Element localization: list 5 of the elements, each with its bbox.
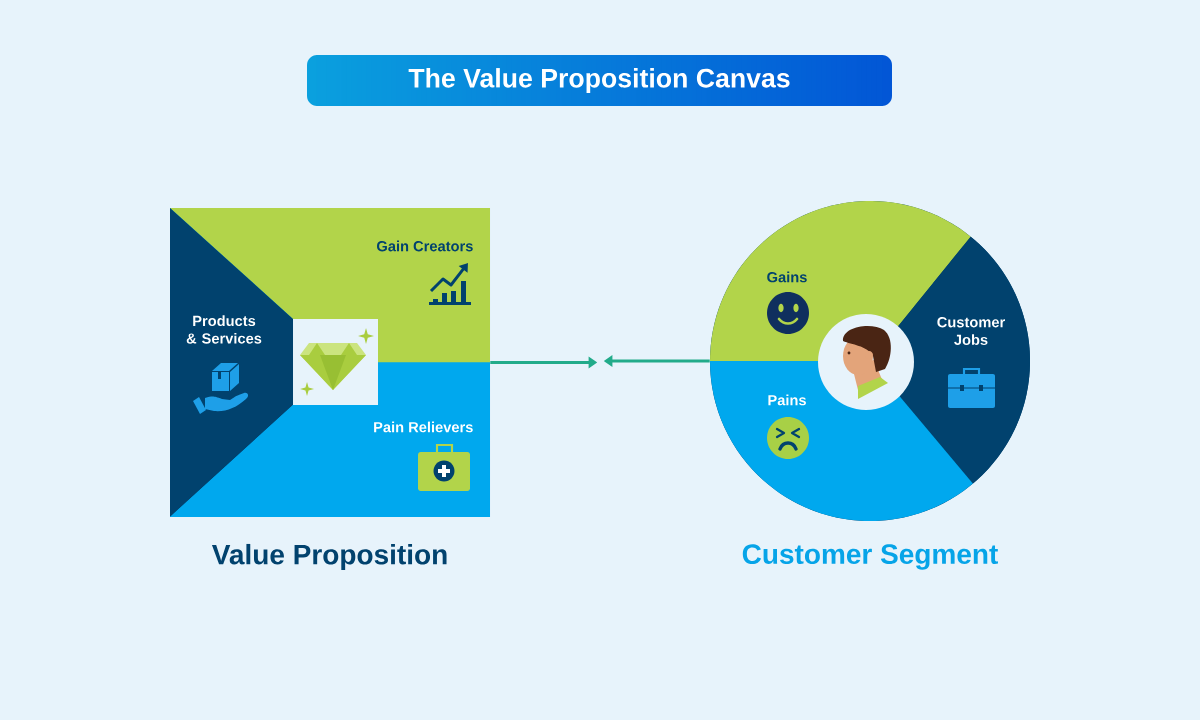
title: The Value Proposition Canvas <box>408 68 790 93</box>
section-panel: Pain Relievers <box>170 362 490 517</box>
canvas-heading: Value Proposition <box>211 543 447 571</box>
section-panel: Products & Services <box>170 208 293 517</box>
canvas-heading: Customer Segment <box>742 544 998 570</box>
